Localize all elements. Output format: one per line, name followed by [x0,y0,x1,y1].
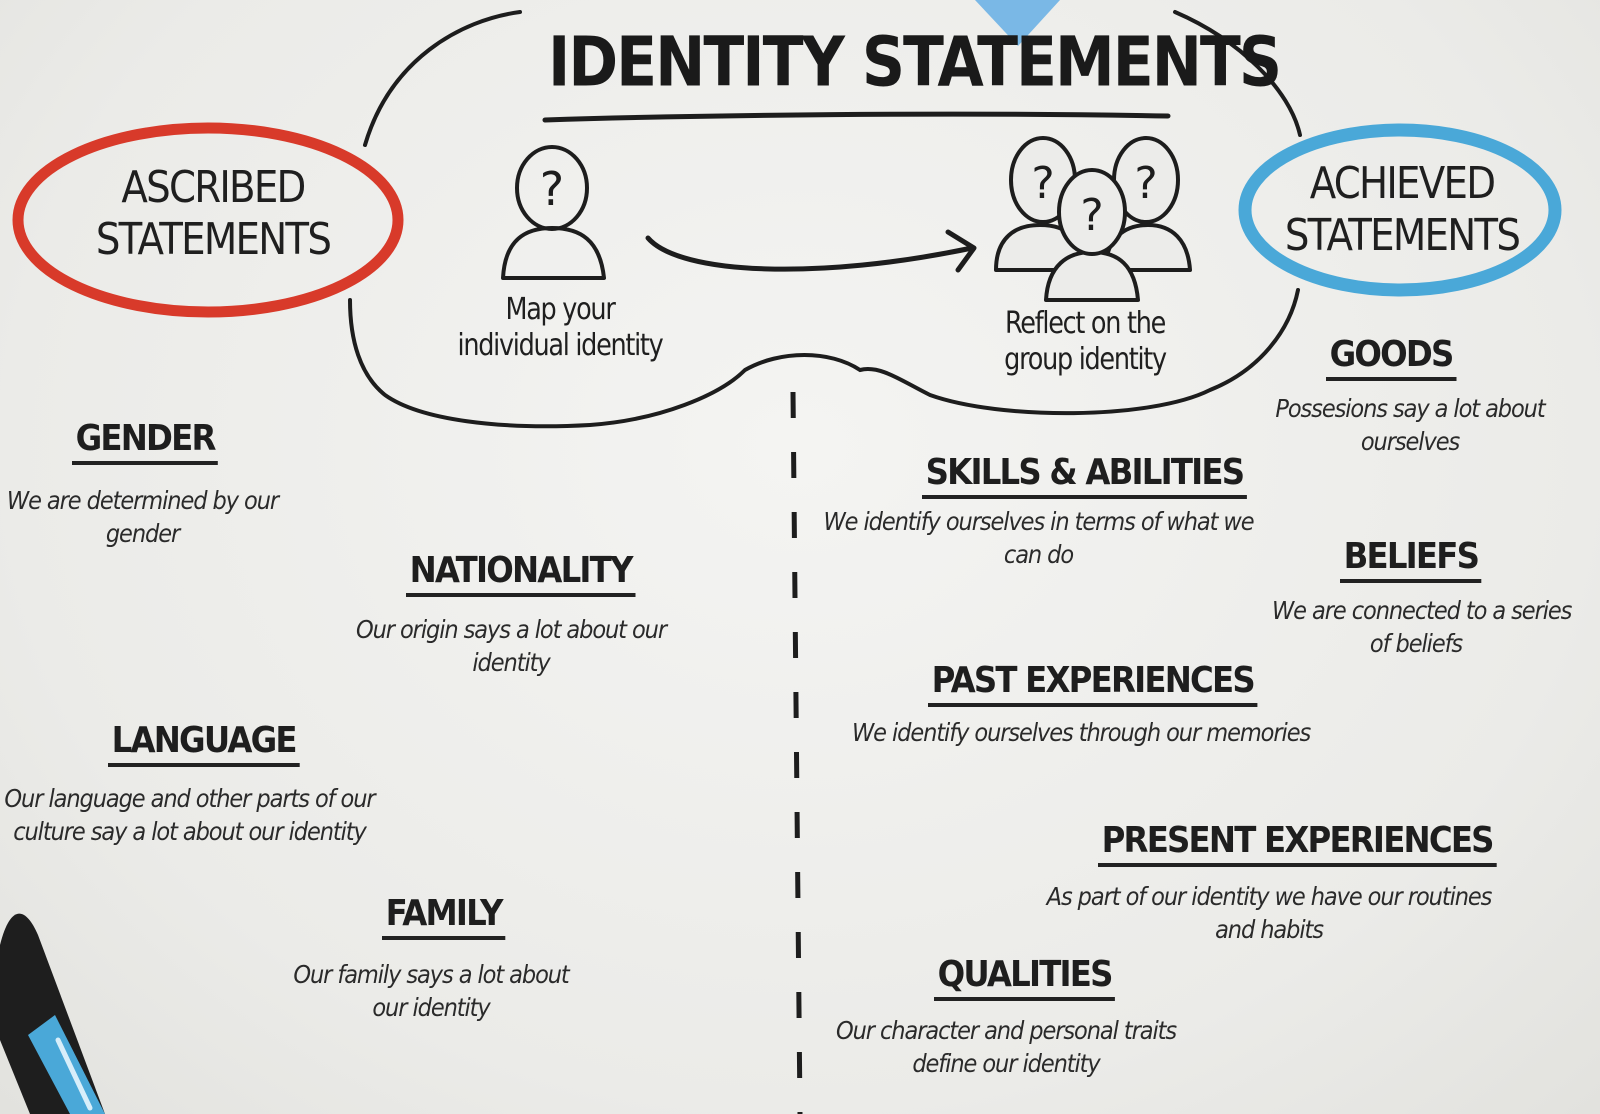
heading-nationality: NATIONALITY [406,550,636,597]
heading-goods: GOODS [1326,334,1457,381]
ascribed-label: ASCRIBED STATEMENTS [68,162,358,266]
desc-nationality-line2: identity [472,648,550,677]
desc-past-experiences-line1: We identify ourselves through our memori… [852,718,1311,747]
group-people-icon: ? ? ? [994,136,1192,302]
group-caption-line1: Reflect on the [1004,306,1166,341]
desc-goods-line1: Possesions say a lot about [1275,394,1545,423]
desc-goods-line2: ourselves [1360,427,1460,456]
pointer-triangle-icon [975,0,1060,46]
title-underline [542,111,1171,123]
desc-family-line2: our identity [372,993,490,1022]
heading-family: FAMILY [382,893,506,940]
ascribed-oval [12,122,404,318]
individual-caption-line2: individual identity [457,328,664,363]
achieved-oval [1238,123,1562,297]
desc-gender-line1: We are determined by our [6,486,279,515]
desc-nationality-line1: Our origin says a lot about our [355,615,667,644]
desc-family-line1: Our family says a lot about [293,960,569,989]
achieved-label-line1: ACHIEVED [1309,158,1496,209]
desc-family: Our family says a lot about our identity [278,958,584,1024]
desc-skills-abilities-line1: We identify ourselves in terms of what w… [823,507,1254,536]
achieved-label-line2: STATEMENTS [1284,210,1521,261]
individual-caption-line1: Map your [505,292,615,327]
cloud-outline [348,10,1302,429]
heading-present-experiences: PRESENT EXPERIENCES [1098,820,1497,867]
desc-present-experiences: As part of our identity we have our rout… [1044,880,1494,946]
desc-past-experiences: We identify ourselves through our memori… [852,716,1311,749]
svg-text:?: ? [1134,158,1157,209]
divider-dashed-line [790,391,803,1114]
heading-qualities: QUALITIES [934,954,1116,1001]
svg-text:?: ? [1080,190,1103,241]
desc-present-experiences-line1: As part of our identity we have our rout… [1046,882,1493,911]
heading-beliefs: BELIEFS [1340,536,1482,583]
desc-skills-abilities-line2: can do [1003,540,1074,569]
heading-gender: GENDER [72,418,219,465]
desc-goods: Possesions say a lot about ourselves [1266,392,1554,458]
achieved-label: ACHIEVED STATEMENTS [1279,158,1525,262]
desc-language-line2: culture say a lot about our identity [13,817,367,846]
desc-language-line1: Our language and other parts of our [4,784,375,813]
desc-qualities-line1: Our character and personal traits [835,1016,1177,1045]
marker-pen-icon [0,913,105,1114]
svg-text:?: ? [540,162,564,216]
desc-gender: We are determined by our gender [0,484,291,550]
desc-beliefs-line1: We are connected to a series [1272,596,1572,625]
group-caption-line2: group identity [1004,342,1167,377]
heading-skills-abilities: SKILLS & ABILITIES [922,452,1247,499]
desc-beliefs: We are connected to a series of beliefs [1272,594,1572,660]
desc-qualities: Our character and personal traits define… [826,1014,1186,1080]
individual-person-icon: ? [501,145,606,280]
individual-caption: Map your individual identity [433,292,688,364]
page-title: IDENTITY STATEMENTS [548,22,1282,103]
svg-text:?: ? [1031,158,1054,209]
desc-qualities-line2: define our identity [912,1049,1100,1078]
ascribed-label-line1: ASCRIBED [121,162,306,213]
desc-gender-line2: gender [105,519,180,548]
desc-present-experiences-line2: and habits [1215,915,1324,944]
heading-past-experiences: PAST EXPERIENCES [928,660,1258,707]
group-caption: Reflect on the group identity [979,306,1192,378]
desc-beliefs-line2: of beliefs [1369,629,1463,658]
desc-language: Our language and other parts of our cult… [0,782,383,848]
arrow-right-icon [645,229,977,273]
desc-skills-abilities: We identify ourselves in terms of what w… [818,505,1259,571]
desc-nationality: Our origin says a lot about our identity [340,613,682,679]
ascribed-label-line2: STATEMENTS [95,214,332,265]
heading-language: LANGUAGE [108,720,300,767]
